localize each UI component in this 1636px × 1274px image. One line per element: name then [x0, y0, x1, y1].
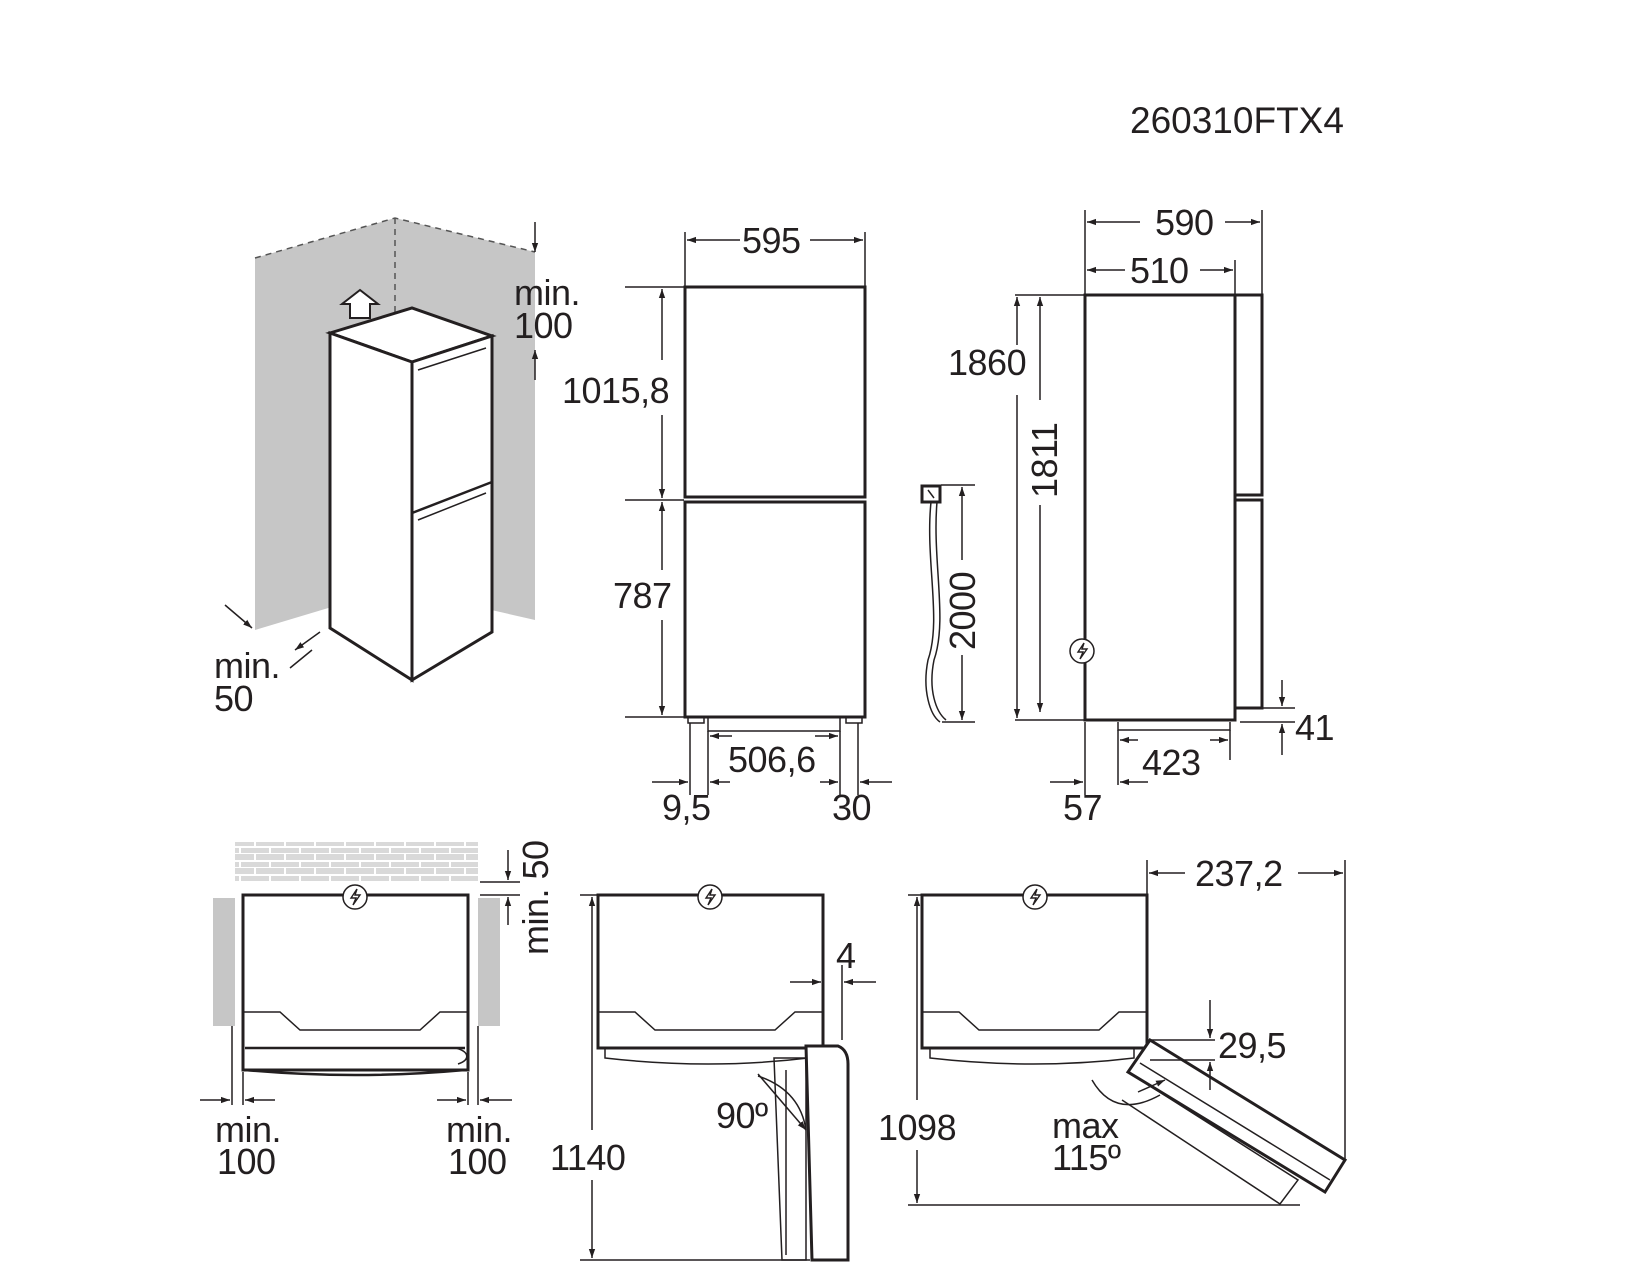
- left-clearance-value: 100: [217, 1141, 276, 1182]
- top-body: [241, 893, 470, 1072]
- side-foot-height: 41: [1295, 707, 1334, 748]
- side-door-lower: [1233, 498, 1264, 710]
- right-side-wall: [478, 898, 500, 1026]
- door-90: [804, 1044, 850, 1262]
- top-view-90: 90º 4 1140: [550, 884, 876, 1262]
- side-foot-spacing: 423: [1142, 742, 1201, 783]
- fridge-side: [328, 330, 414, 683]
- side-clearance-label: min.: [214, 645, 280, 686]
- angle-90: 90º: [716, 1095, 768, 1136]
- front-lower-height: 787: [613, 575, 672, 616]
- side-height-body: 1811: [1024, 423, 1065, 498]
- side-clearance-value: 50: [214, 678, 253, 719]
- side-view: 590 510 1860 1811 41 423 57: [948, 202, 1335, 828]
- model-code: 260310FTX4: [1130, 100, 1344, 141]
- depth-115: 1098: [878, 1107, 956, 1148]
- angle-max-value: 115º: [1052, 1137, 1121, 1178]
- door-gap: 4: [836, 935, 856, 976]
- perspective-view: min. 100 min. 50: [214, 217, 581, 719]
- left-side-wall: [213, 898, 235, 1026]
- front-foot-spacing: 506,6: [728, 739, 816, 780]
- side-depth-total: 590: [1155, 202, 1214, 243]
- side-body: [1083, 293, 1237, 722]
- door-reach: 237,2: [1195, 853, 1283, 894]
- side-foot-offset: 57: [1063, 787, 1102, 828]
- right-clearance-label: min.: [446, 1109, 512, 1150]
- side-depth-body: 510: [1130, 250, 1189, 291]
- front-right-offset: 30: [832, 787, 871, 828]
- rear-wall: [235, 842, 478, 882]
- top-clearance-value: 100: [514, 305, 573, 346]
- fridge-door-upper: [683, 285, 867, 499]
- angle-max-label: max: [1052, 1105, 1119, 1146]
- front-width: 595: [742, 220, 801, 261]
- top-clearance-label: min.: [514, 272, 580, 313]
- power-socket-icon: [697, 884, 723, 910]
- door-115: [1125, 1037, 1348, 1195]
- fridge-door-lower: [683, 500, 867, 719]
- cable-length: 2000: [942, 572, 983, 650]
- top-view-walls: min. 50 min. 100 min. 100: [200, 840, 556, 1182]
- front-view: 595 1015,8 787 506,6 9,5 30: [562, 220, 892, 828]
- side-door-upper: [1233, 293, 1264, 497]
- top-90-body: [596, 893, 825, 1050]
- power-socket-icon: [1069, 638, 1095, 664]
- rear-clearance: min. 50: [515, 840, 556, 955]
- front-upper-height: 1015,8: [562, 370, 669, 411]
- power-cable: 2000: [920, 484, 983, 723]
- right-clearance-value: 100: [448, 1141, 507, 1182]
- depth-90: 1140: [550, 1137, 625, 1178]
- power-socket-icon: [342, 884, 368, 910]
- fridge-front: [410, 333, 494, 683]
- front-left-offset: 9,5: [662, 787, 711, 828]
- power-socket-icon: [1022, 884, 1048, 910]
- arrow-up-icon: [339, 288, 381, 319]
- top-115-body: [920, 893, 1149, 1050]
- left-clearance-label: min.: [215, 1109, 281, 1150]
- top-view-115: max 115º 237,2 29,5 1098: [878, 853, 1348, 1206]
- hinge-offset: 29,5: [1218, 1025, 1286, 1066]
- side-height-total: 1860: [948, 342, 1026, 383]
